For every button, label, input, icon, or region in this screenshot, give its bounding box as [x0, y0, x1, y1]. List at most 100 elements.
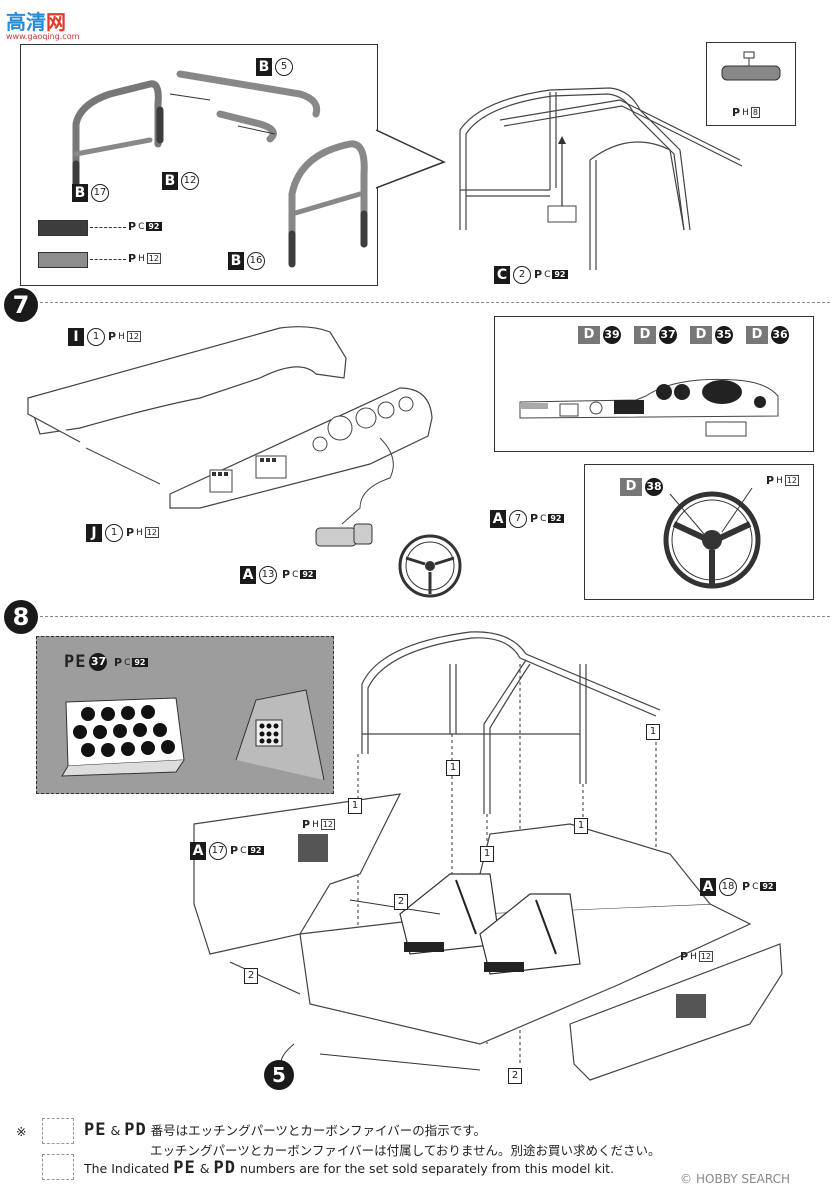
part-a13-letter: A	[240, 566, 256, 584]
part-a7-paint-code: 92	[548, 514, 564, 523]
part-a17-paint-code: 92	[248, 846, 264, 855]
en-prefix: The Indicated	[84, 1161, 170, 1176]
pe-label-1: PE	[84, 1120, 107, 1140]
footnote-box-2	[42, 1154, 74, 1180]
hobby-search-watermark: © HOBBY SEARCH	[680, 1172, 790, 1186]
legend-dash-2	[90, 259, 126, 260]
part-i1-paint-code: 12	[126, 331, 142, 342]
part-a7-letter: A	[490, 510, 506, 528]
logo-suffix: 网	[46, 10, 66, 34]
pd-label-1: PD	[124, 1120, 147, 1140]
part-a7-number: 7	[509, 510, 527, 528]
rear-view-mirror-drawing	[721, 51, 781, 81]
decal-37-number: 37	[659, 326, 677, 344]
part-b16-letter: B	[228, 252, 244, 270]
part-b12-number: 12	[181, 172, 199, 190]
part-b17-number: 17	[91, 184, 109, 202]
steering-wheel-drawing	[663, 487, 761, 589]
decal-35-letter: D	[690, 326, 712, 344]
footnote-jp-line2: エッチングパーツとカーボンファイバーは付属しておりません。別途お買い求めください…	[150, 1143, 661, 1158]
part-a18-letter: A	[700, 878, 716, 896]
legend-dash-1	[90, 227, 126, 228]
logo-text: 高清	[6, 10, 46, 34]
right-panel-paint-code: 12	[698, 951, 714, 962]
footnote-box-1	[42, 1118, 74, 1144]
decal-38-letter: D	[620, 478, 642, 496]
decal-39-number: 39	[603, 326, 621, 344]
step-number-7: 7	[4, 288, 38, 322]
roll-cage-exploded-drawing	[72, 70, 368, 268]
part-b17-letter: B	[72, 184, 88, 202]
callout-wedge	[375, 129, 446, 189]
pin-label: 1	[446, 760, 460, 776]
part-c2-paint-code: 92	[552, 270, 568, 279]
separator-2	[30, 616, 830, 617]
pin-label: 1	[480, 846, 494, 862]
part-j1-number: 1	[105, 524, 123, 542]
pe-part-number: 37	[89, 653, 108, 671]
part-a17-number: 17	[209, 842, 227, 860]
legend-swatch-grey	[38, 252, 88, 268]
part-a18-number: 18	[719, 878, 737, 896]
part-j1-paint-code: 12	[144, 527, 160, 538]
en-suffix: numbers are for the set sold separately …	[239, 1161, 615, 1176]
arrow-label: 2	[244, 968, 258, 984]
assembled-roll-cage-drawing	[459, 87, 743, 270]
decal-35-number: 35	[715, 326, 733, 344]
legend-code-1: 92	[146, 222, 162, 231]
decal-36-number: 36	[771, 326, 789, 344]
jp-line1-text: 番号はエッチングパーツとカーボンファイバーの指示です。	[150, 1123, 487, 1138]
part-j1-letter: J	[86, 524, 102, 542]
left-panel-paint-code: 12	[320, 819, 336, 830]
separator-1	[30, 302, 830, 303]
amp-2: &	[199, 1161, 210, 1176]
pin-label: 1	[646, 724, 660, 740]
part-c2-number: 2	[513, 266, 531, 284]
legend-swatch-dark	[38, 220, 88, 236]
part-b5-number: 5	[275, 58, 293, 76]
dashboard-decal-drawing	[519, 378, 779, 437]
pe-part-paint-code: 92	[132, 658, 148, 667]
logo-url: www.gaoqing.com	[6, 32, 80, 41]
pd-label-2: PD	[213, 1158, 236, 1178]
footnote-jp-line1: PE & PD 番号はエッチングパーツとカーボンファイバーの指示です。	[84, 1120, 486, 1140]
footnote-mark: ※	[16, 1124, 27, 1139]
part-a17-letter: A	[190, 842, 206, 860]
pedal-plate-drawing	[61, 689, 325, 781]
pe-label-2: PE	[173, 1158, 196, 1178]
legend-code-2: 12	[146, 253, 162, 264]
pe-part-prefix: PE	[64, 652, 87, 672]
decal-39-letter: D	[578, 326, 600, 344]
decal-37-letter: D	[634, 326, 656, 344]
part-b5-letter: B	[256, 58, 272, 76]
step6-panel	[20, 44, 378, 286]
interior-assembly-drawing	[193, 631, 783, 1081]
mirror-paint-code: 8	[750, 107, 760, 118]
arrow-label: 2	[508, 1068, 522, 1084]
